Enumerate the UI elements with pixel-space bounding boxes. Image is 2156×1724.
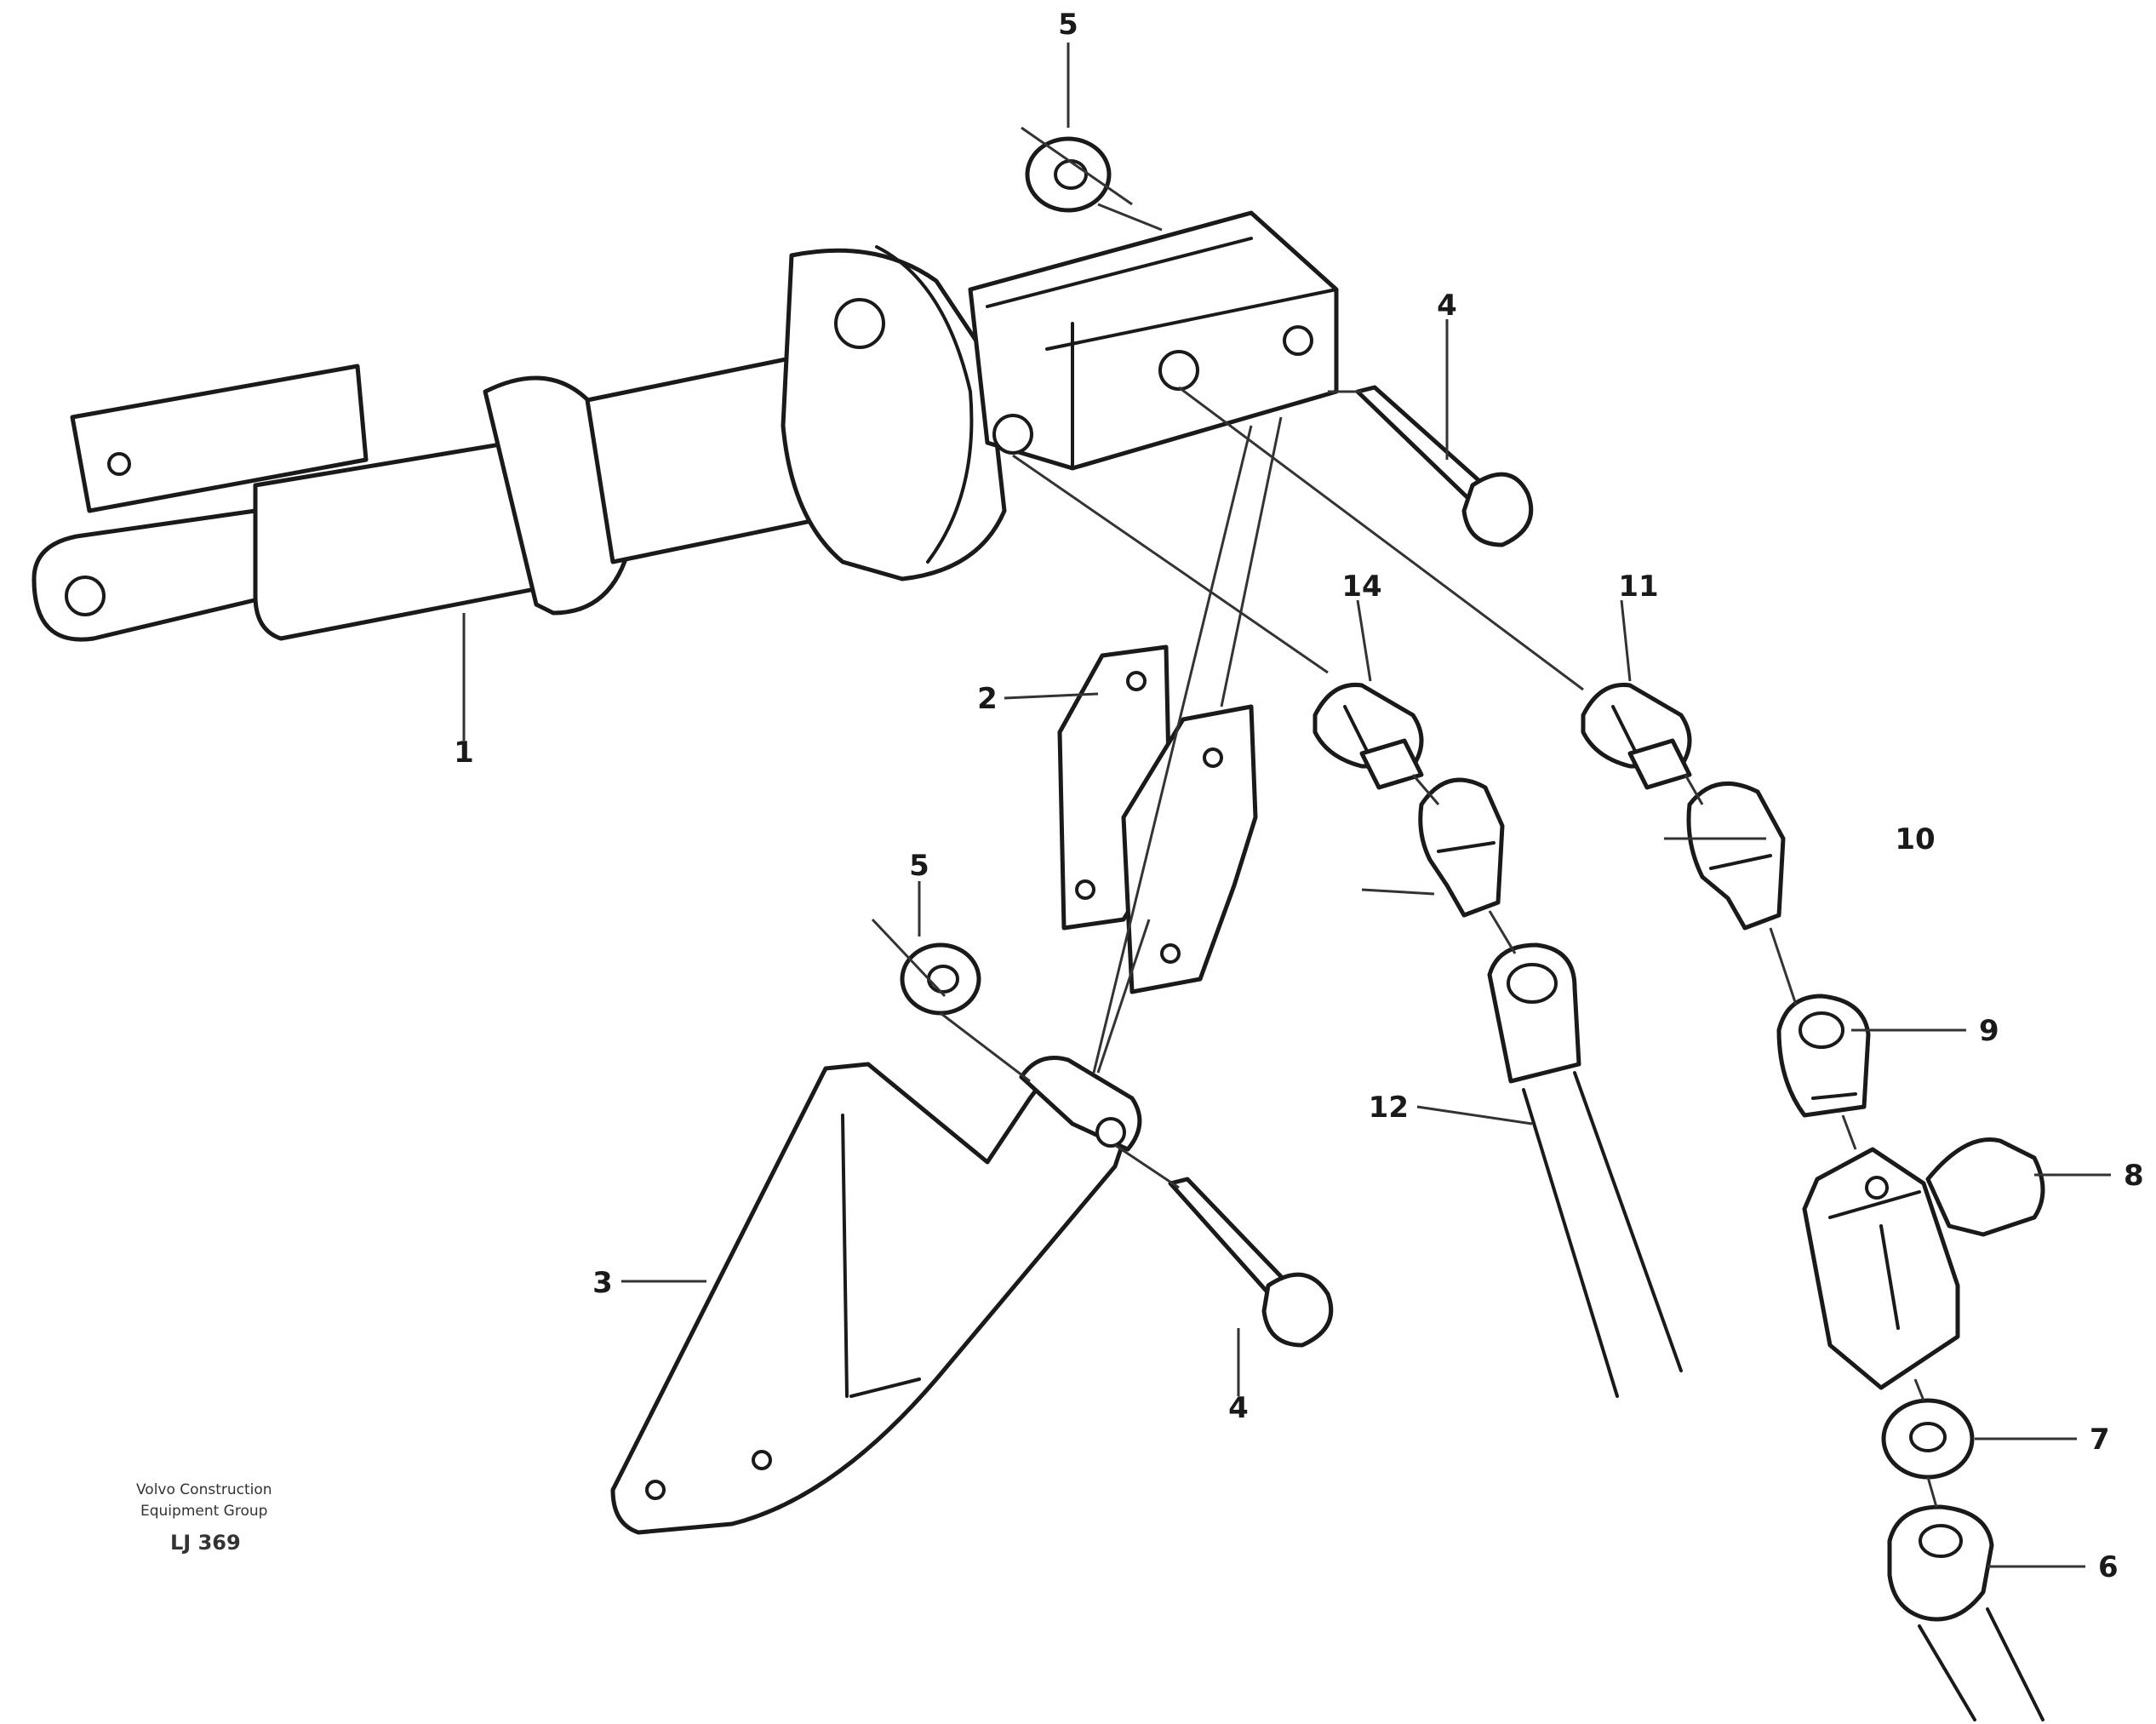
callout-3: 3 <box>592 1266 613 1300</box>
callout-labels: 5 4 1 14 11 2 10 5 9 12 8 3 4 7 6 <box>454 8 2144 1584</box>
fitting-9 <box>1776 994 1871 1118</box>
hose-12 <box>1487 942 1683 1398</box>
callout-4-top: 4 <box>1437 289 1457 323</box>
elbow-13 <box>1418 777 1505 918</box>
callout-8: 8 <box>2124 1159 2144 1193</box>
callout-9: 9 <box>1979 1014 1999 1048</box>
footer-line-2: Equipment Group <box>140 1503 267 1520</box>
callout-6: 6 <box>2098 1550 2119 1584</box>
callout-5-top: 5 <box>1058 8 1078 42</box>
triangular-bracket <box>610 1056 1142 1535</box>
callout-14: 14 <box>1341 570 1381 604</box>
nut-upper <box>1025 136 1112 213</box>
footer-line-1: Volvo Construction <box>136 1481 272 1498</box>
callout-4-lower: 4 <box>1228 1391 1249 1425</box>
bolt-lower <box>1168 1177 1334 1348</box>
adapter-14 <box>1312 682 1424 790</box>
swivel-block-8 <box>1802 1137 2045 1390</box>
callout-7: 7 <box>2090 1423 2110 1457</box>
nut-lower <box>900 942 981 1016</box>
hydraulic-cylinder <box>31 210 1339 642</box>
callout-12: 12 <box>1369 1091 1409 1125</box>
fitting-6 <box>1887 1504 2044 1721</box>
callout-2: 2 <box>977 682 998 716</box>
bolt-upper <box>1355 385 1534 547</box>
leader-lines <box>462 43 2111 1568</box>
callout-11: 11 <box>1618 570 1658 604</box>
nut-7 <box>1881 1398 1975 1480</box>
callout-1: 1 <box>454 736 474 770</box>
callout-5-lower: 5 <box>909 849 929 883</box>
mounting-plates <box>1057 644 1258 994</box>
publisher-footer: Volvo Construction Equipment Group LJ 36… <box>136 1481 272 1555</box>
adapter-11 <box>1581 682 1692 790</box>
elbow-10 <box>1686 781 1786 931</box>
callout-10: 10 <box>1895 822 1935 856</box>
footer-code: LJ 369 <box>170 1531 241 1555</box>
